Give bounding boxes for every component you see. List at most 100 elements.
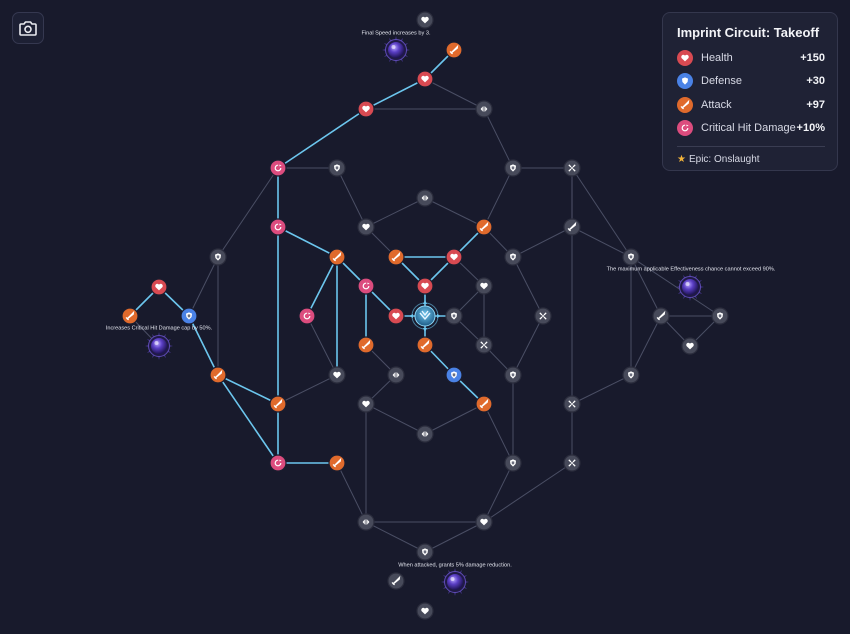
stats-panel: Imprint Circuit: Takeoff Health +150 Def… xyxy=(662,12,838,171)
node-shield-icon[interactable] xyxy=(504,454,522,472)
circuit-link xyxy=(365,197,426,228)
circuit-link xyxy=(217,374,279,464)
stat-row-health: Health +150 xyxy=(677,46,825,70)
node-speed-icon[interactable] xyxy=(357,513,375,531)
circuit-link xyxy=(306,315,338,376)
node-shield-icon[interactable] xyxy=(209,248,227,266)
stat-value: +150 xyxy=(800,51,825,64)
circuit-link xyxy=(188,315,219,376)
effect-orb-icon xyxy=(676,273,704,301)
circuit-link xyxy=(424,521,485,553)
node-shield-icon[interactable] xyxy=(445,366,463,384)
circuit-link xyxy=(336,167,367,228)
node-speed-icon[interactable] xyxy=(387,366,405,384)
node-shield-icon[interactable] xyxy=(416,543,434,561)
circuit-link xyxy=(512,315,544,376)
node-sword-icon[interactable] xyxy=(387,248,405,266)
stat-label: Critical Hit Damage xyxy=(701,122,796,135)
node-sword-icon[interactable] xyxy=(209,366,227,384)
circuit-link xyxy=(424,78,485,110)
node-crit-icon[interactable] xyxy=(269,159,287,177)
node-speed-icon[interactable] xyxy=(475,100,493,118)
annotation-top: Final Speed increases by 3. xyxy=(361,31,430,37)
set-bonus-label: Epic: Onslaught xyxy=(688,154,760,165)
node-shield-icon[interactable] xyxy=(711,307,729,325)
node-heart-icon[interactable] xyxy=(475,513,493,531)
annotation-right: The maximum applicable Effectiveness cha… xyxy=(607,267,776,273)
node-target-icon[interactable] xyxy=(563,159,581,177)
circuit-link xyxy=(424,403,485,435)
core-node-icon[interactable] xyxy=(409,300,441,332)
node-crit-icon[interactable] xyxy=(357,277,375,295)
node-heart-icon[interactable] xyxy=(387,307,405,325)
node-sword-icon[interactable] xyxy=(475,218,493,236)
circuit-link xyxy=(217,167,279,258)
circuit-link xyxy=(483,167,514,228)
node-crit-icon[interactable] xyxy=(298,307,316,325)
stat-row-defense: Defense +30 xyxy=(677,70,825,94)
node-sword-icon[interactable] xyxy=(445,41,463,59)
node-shield-icon[interactable] xyxy=(622,366,640,384)
node-shield-icon[interactable] xyxy=(622,248,640,266)
node-heart-icon[interactable] xyxy=(357,100,375,118)
node-crit-icon[interactable] xyxy=(269,218,287,236)
node-heart-icon[interactable] xyxy=(416,70,434,88)
node-sword-icon[interactable] xyxy=(357,336,375,354)
node-shield-icon[interactable] xyxy=(328,159,346,177)
crit-icon xyxy=(677,120,693,137)
circuit-link xyxy=(483,403,514,464)
star-icon: ★ xyxy=(677,154,686,165)
circuit-link xyxy=(217,374,279,405)
stat-label: Defense xyxy=(701,75,742,88)
node-sword-icon[interactable] xyxy=(563,218,581,236)
node-sword-icon[interactable] xyxy=(652,307,670,325)
node-sword-icon[interactable] xyxy=(269,395,287,413)
node-shield-icon[interactable] xyxy=(504,248,522,266)
node-target-icon[interactable] xyxy=(534,307,552,325)
effect-orb-icon xyxy=(145,332,173,360)
screenshot-button[interactable] xyxy=(12,12,44,44)
node-sword-icon[interactable] xyxy=(475,395,493,413)
node-sword-icon[interactable] xyxy=(416,336,434,354)
effect-orb-icon xyxy=(382,36,410,64)
stat-value: +10% xyxy=(796,122,825,135)
circuit-link xyxy=(365,521,426,553)
circuit-link xyxy=(512,256,544,317)
node-sword-icon[interactable] xyxy=(328,454,346,472)
circuit-link xyxy=(630,256,721,317)
circuit-link xyxy=(424,197,485,228)
panel-title: Imprint Circuit: Takeoff xyxy=(677,25,820,40)
node-crit-icon[interactable] xyxy=(269,454,287,472)
circuit-link xyxy=(365,78,426,110)
stat-label: Health xyxy=(701,51,733,64)
node-shield-icon[interactable] xyxy=(445,307,463,325)
node-heart-icon[interactable] xyxy=(416,277,434,295)
node-heart-icon[interactable] xyxy=(475,277,493,295)
node-target-icon[interactable] xyxy=(563,454,581,472)
node-shield-icon[interactable] xyxy=(504,159,522,177)
node-shield-icon[interactable] xyxy=(180,307,198,325)
node-heart-icon[interactable] xyxy=(357,218,375,236)
node-heart-icon[interactable] xyxy=(681,337,699,355)
node-speed-icon[interactable] xyxy=(416,189,434,207)
node-heart-icon[interactable] xyxy=(150,278,168,296)
node-speed-icon[interactable] xyxy=(416,425,434,443)
stat-label: Attack xyxy=(701,98,732,111)
camera-icon xyxy=(19,21,37,36)
node-shield-icon[interactable] xyxy=(504,366,522,384)
effect-orb-icon xyxy=(441,568,469,596)
circuit-link xyxy=(483,108,514,169)
node-target-icon[interactable] xyxy=(475,336,493,354)
node-sword-icon[interactable] xyxy=(387,572,405,590)
node-heart-icon[interactable] xyxy=(416,11,434,29)
node-heart-icon[interactable] xyxy=(328,366,346,384)
heart-icon xyxy=(677,49,693,66)
circuit-link xyxy=(512,226,573,258)
node-sword-icon[interactable] xyxy=(121,307,139,325)
node-heart-icon[interactable] xyxy=(416,602,434,620)
node-heart-icon[interactable] xyxy=(357,395,375,413)
node-target-icon[interactable] xyxy=(563,395,581,413)
node-heart-icon[interactable] xyxy=(445,248,463,266)
node-sword-icon[interactable] xyxy=(328,248,346,266)
